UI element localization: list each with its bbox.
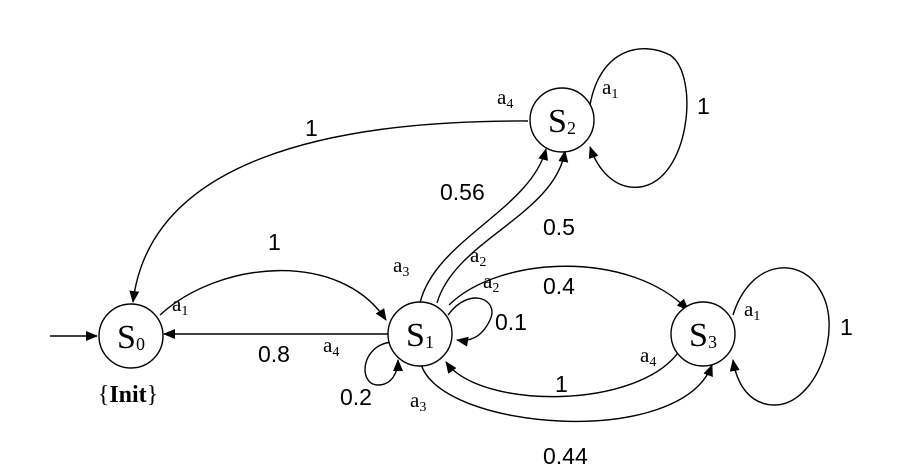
edge-s2-self (588, 48, 688, 188)
state-s3-sub: 3 (708, 332, 717, 352)
action-s2-a4: a4 (497, 85, 513, 112)
state-s2: S2 (529, 87, 595, 153)
state-s3-letter: S (689, 317, 708, 354)
action-s3-a4: a4 (640, 343, 656, 370)
state-s0-sub: 0 (136, 334, 145, 354)
prob-s1-self-a2: 0.1 (495, 309, 527, 335)
state-s0: S0 (98, 303, 164, 369)
action-s3-a1: a1 (744, 297, 760, 324)
edge-s2-s0 (129, 120, 529, 303)
action-s1-a3-top: a3 (393, 253, 409, 280)
edge-s1-self-a2 (447, 297, 493, 347)
action-s2-a1: a1 (602, 75, 618, 102)
svg-text:S3: S3 (689, 317, 717, 354)
edge-s0-s1 (159, 269, 387, 321)
edge-s1-s3-a3 (420, 363, 713, 423)
init-label: {Init} (98, 382, 158, 408)
prob-s1-s2-a2: 0.5 (543, 214, 575, 240)
edge-s3-s1 (445, 349, 681, 398)
action-s1-a4: a4 (323, 333, 339, 360)
action-s1-a2-upper: a2 (470, 243, 486, 270)
action-s1-a3-bottom: a3 (410, 388, 426, 415)
action-s0-a1: a1 (172, 292, 188, 319)
svg-text:S2: S2 (548, 103, 576, 140)
prob-s1-s2-a3: 0.56 (440, 179, 485, 205)
state-s1: S1 (387, 301, 453, 367)
state-s1-sub: 1 (425, 332, 434, 352)
state-s0-letter: S (117, 319, 136, 356)
edge-s3-self (729, 267, 830, 406)
state-s1-letter: S (406, 317, 425, 354)
prob-s3-s1: 1 (555, 371, 568, 397)
edge-s1-s2-a3 (419, 148, 549, 304)
prob-s2-self: 1 (697, 93, 710, 119)
action-s1-a2-lower: a2 (483, 269, 499, 296)
prob-s3-self: 1 (840, 314, 853, 340)
edge-s1-s3-a2 (448, 265, 689, 311)
prob-s1-s3-a3: 0.44 (543, 443, 588, 469)
svg-text:S0: S0 (117, 319, 145, 356)
state-s3: S3 (670, 301, 736, 367)
edge-s1-self-a4 (364, 341, 403, 386)
state-s2-letter: S (548, 103, 567, 140)
prob-s0-s1: 1 (268, 229, 281, 255)
edge-s1-s2-a2 (436, 150, 569, 304)
prob-s1-s3-a2: 0.4 (543, 273, 575, 299)
init-word: Init (109, 382, 146, 408)
prob-s2-s0: 1 (305, 115, 318, 141)
prob-s1-self-a4: 0.2 (340, 384, 372, 410)
prob-s1-s0: 0.8 (258, 341, 290, 367)
init-brace-open: { (98, 382, 110, 408)
state-s2-sub: 2 (567, 118, 576, 138)
svg-text:S1: S1 (406, 317, 434, 354)
init-brace-close: } (147, 382, 159, 408)
